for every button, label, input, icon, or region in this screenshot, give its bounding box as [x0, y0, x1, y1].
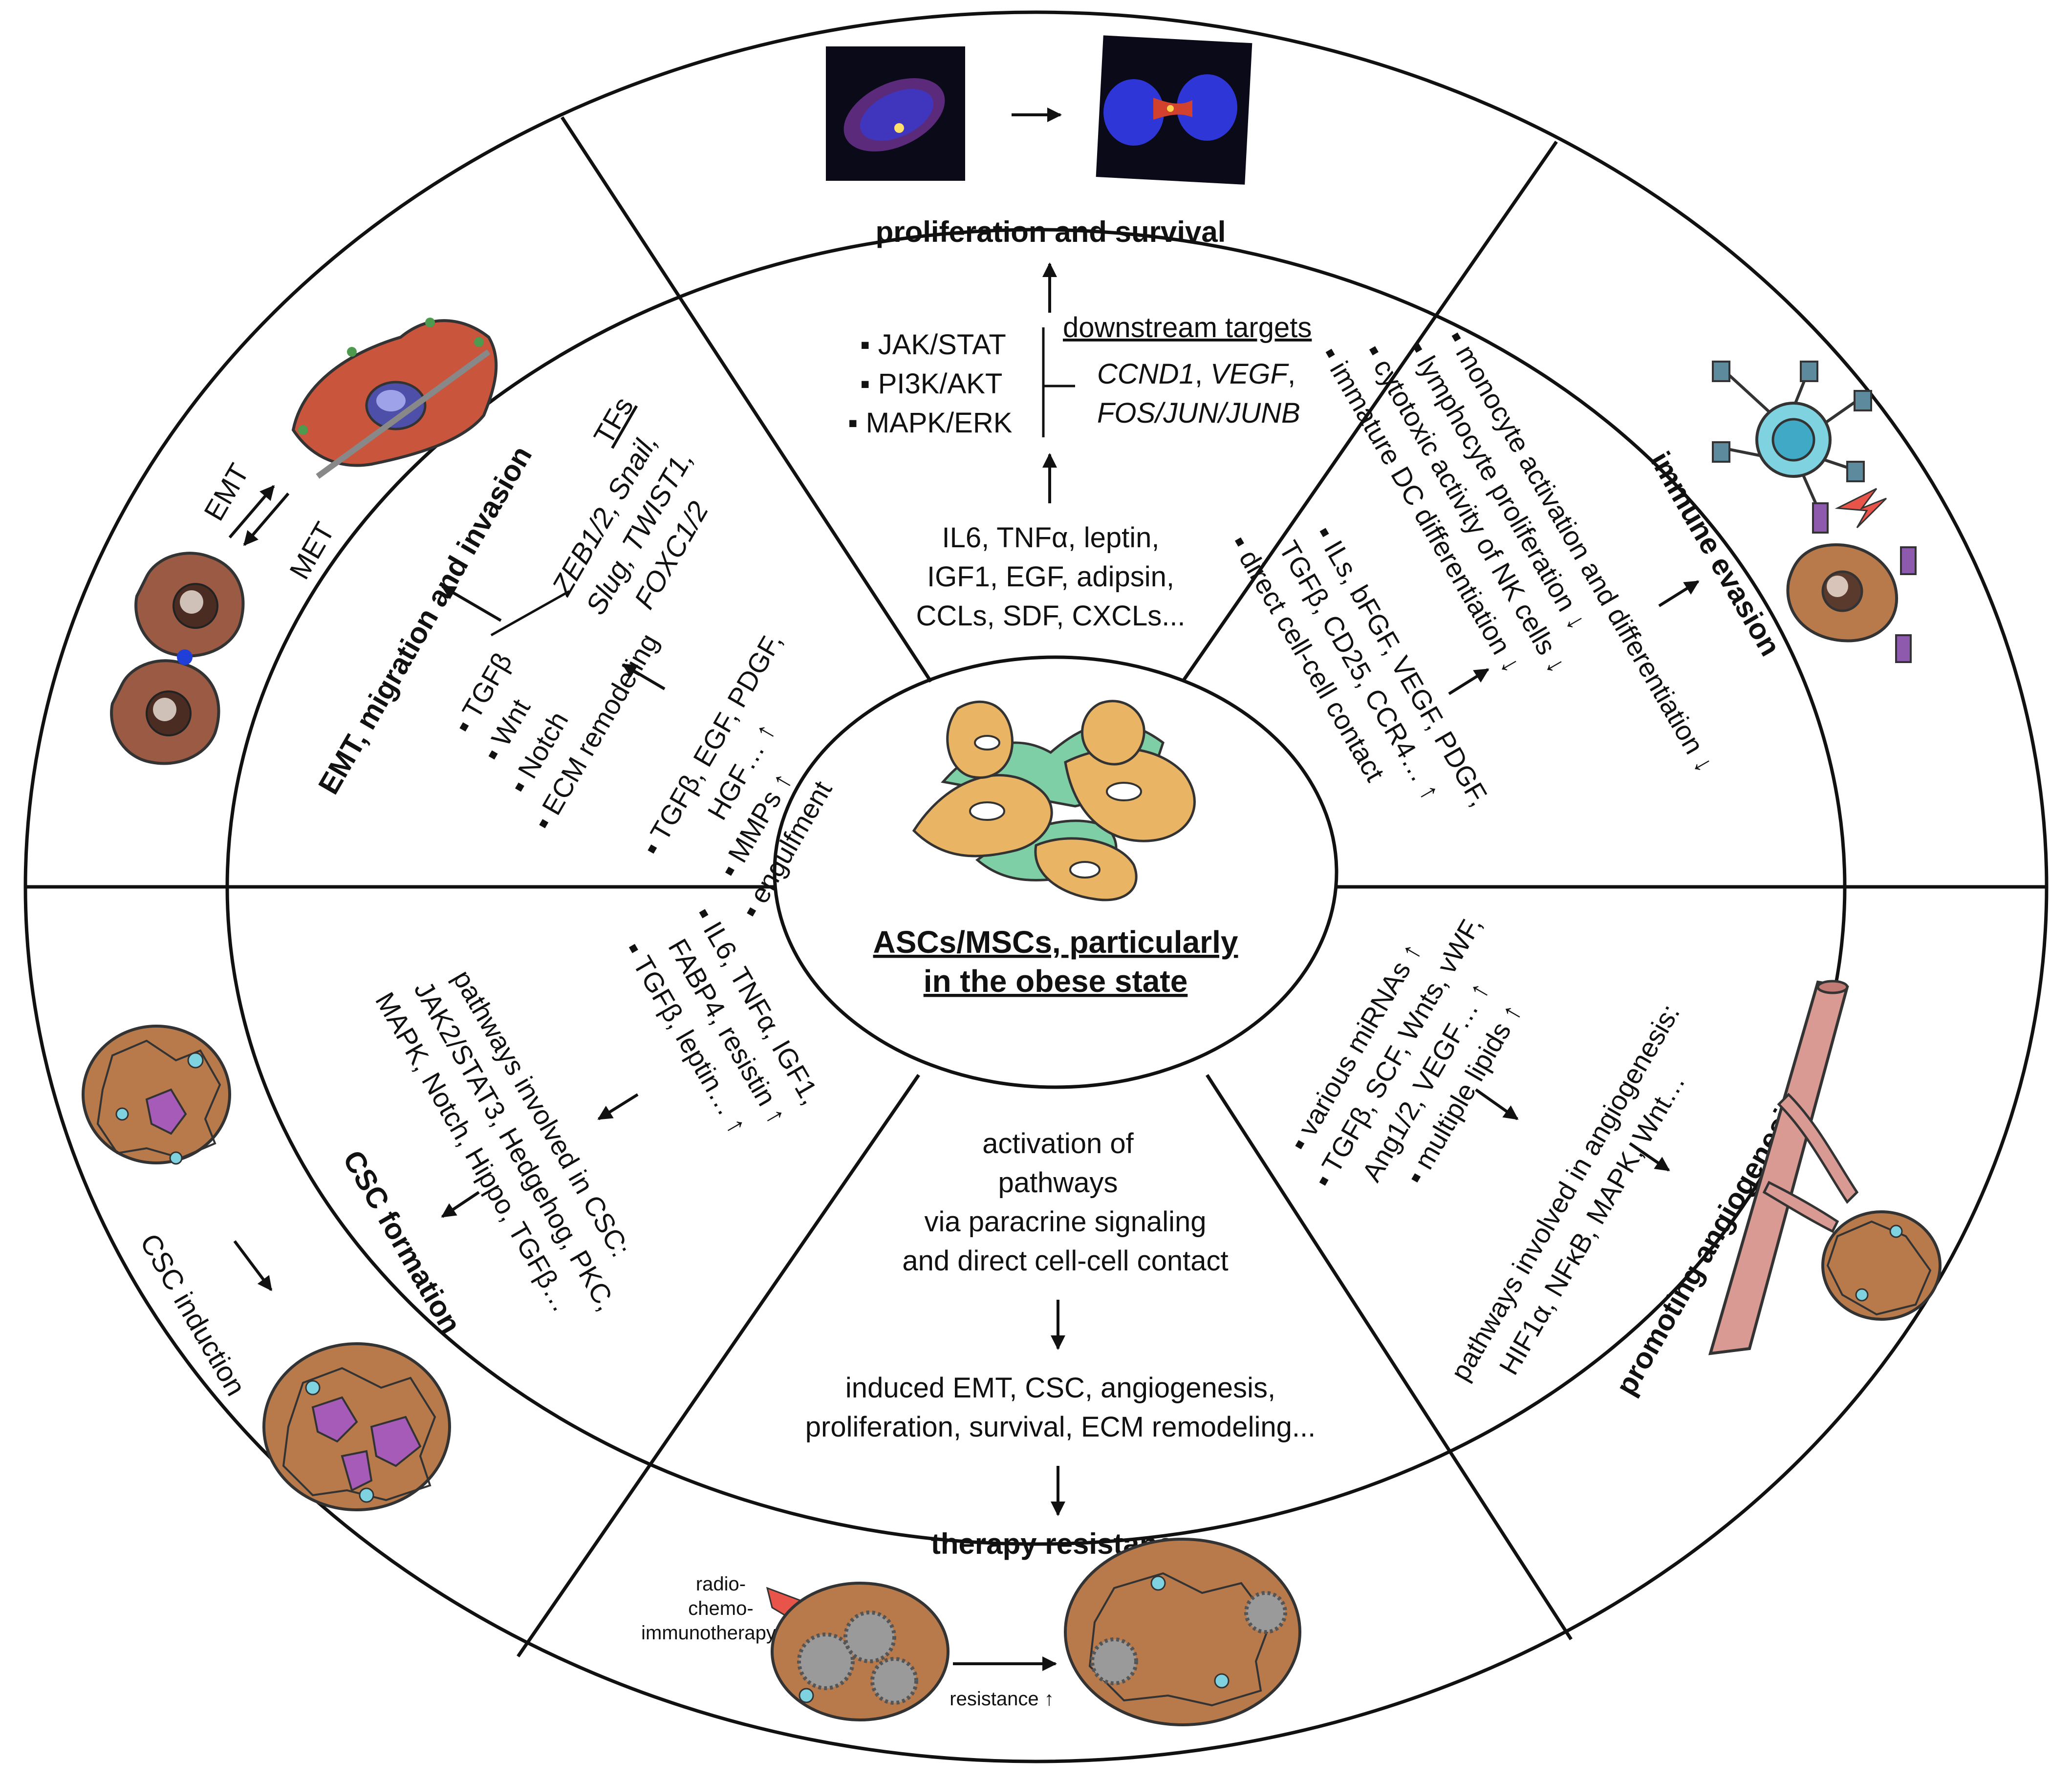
met-arrow: [243, 493, 290, 546]
arrow-to-immune-evasion: [1658, 580, 1700, 607]
induced-line-2: proliferation, survival, ECM remodeling.…: [805, 1411, 1316, 1443]
downstream-targets-label: downstream targets: [1063, 312, 1312, 344]
downstream-targets-line2: FOS/JUN/JUNB: [1097, 397, 1300, 429]
spoke-lower-left: [517, 1074, 920, 1657]
activation-line-2: pathways: [998, 1167, 1118, 1199]
blood-vessel-illustration: [1708, 980, 1859, 1355]
immune-evasion-title: immune evasion: [1644, 446, 1787, 662]
spoke-upper-right: [1181, 141, 1558, 683]
arrow-to-angiogenesis: [1629, 1142, 1670, 1172]
factor-line-2: IGF1, EGF, adipsin,: [927, 561, 1174, 593]
therapy-label-2: chemo-: [688, 1598, 753, 1619]
activation-line-4: and direct cell-cell contact: [902, 1245, 1228, 1277]
pathway-jak-stat: ▪ JAK/STAT: [860, 329, 1006, 361]
arrow-csc-factors: [597, 1093, 639, 1120]
spoke-upper-left: [561, 116, 932, 683]
therapy-activation-text: activation of pathways via paracrine sig…: [902, 1128, 1228, 1277]
factor-line-1: IL6, TNFα, leptin,: [942, 522, 1159, 554]
wheel-structure: [23, 10, 2049, 1763]
proliferation-factors: IL6, TNFα, leptin, IGF1, EGF, adipsin, C…: [916, 522, 1185, 632]
induced-line-1: induced EMT, CSC, angiogenesis,: [845, 1372, 1275, 1404]
arrow-immune-factors: [1448, 668, 1489, 695]
proliferation-title: proliferation and survival: [876, 215, 1226, 248]
csc-factors: ▪ IL6, TNFα, IGF1, FABP4, resistin ↑ ▪ T…: [619, 902, 827, 1139]
tumor-cluster-before: [82, 1025, 231, 1165]
angiogenesis-factors: ▪ various miRNAs ↑ ▪ TGFβ, SCF, Wnts, vW…: [1283, 911, 1528, 1193]
therapy-label-3: immunotherapy: [641, 1622, 776, 1644]
arrow-emt-factors: [622, 663, 666, 690]
center-label-line2: in the obese state: [924, 964, 1188, 999]
emt-factors: ▪ TGFβ, EGF, PDGF, HGF… ↑ ▪ MMPs ↑ ▪ eng…: [636, 627, 838, 923]
spoke-lower-right: [1206, 1074, 1573, 1640]
activation-line-1: activation of: [982, 1128, 1134, 1159]
emt-pathways: ▪ TGFβ ▪ Wnt ▪ Notch ▪ ECM remodeling: [448, 628, 665, 835]
csc-induction-label: CSC induction: [134, 1228, 252, 1401]
arrow-csc-induction: [233, 1240, 273, 1291]
factor-line-3: CCLs, SDF, CXCLs...: [916, 600, 1185, 632]
proliferation-pathways: ▪ JAK/STAT ▪ PI3K/AKT ▪ MAPK/ERK: [848, 329, 1013, 439]
downstream-targets-line1: CCND1, VEGF,: [1097, 358, 1295, 390]
tumor-near-vessel: [1821, 1210, 1942, 1321]
arrow-to-csc-formation: [441, 1191, 480, 1218]
emt-illustration: [110, 318, 498, 765]
pathway-pi3k-akt: ▪ PI3K/AKT: [860, 368, 1002, 400]
center-ellipse: [773, 655, 1338, 1089]
emt-arrow: [228, 485, 275, 538]
therapy-label-1: radio-: [696, 1573, 746, 1595]
tumor-after-therapy: [1064, 1538, 1301, 1726]
arrow-angio-factors: [1475, 1088, 1519, 1120]
pathway-mapk-erk: ▪ MAPK/ERK: [848, 407, 1013, 439]
immune-cells-illustration: [1712, 361, 1917, 663]
met-label: MET: [283, 517, 341, 585]
tumor-before-therapy: [771, 1582, 950, 1721]
stromal-cells-illustration: [912, 700, 1196, 902]
tumor-cluster-after: [262, 1342, 451, 1511]
arrow-to-emt-title: [441, 585, 502, 622]
resistance-label: resistance ↑: [950, 1688, 1054, 1710]
center-label-line1: ASCs/MSCs, particularly: [873, 924, 1238, 960]
csc-pathway-2: JAK2/STAT3, Hedgehog, PKC,: [408, 976, 622, 1316]
activation-line-3: via paracrine signaling: [924, 1206, 1206, 1238]
proliferation-images: [826, 35, 1252, 185]
emt-bracket: [490, 590, 570, 637]
